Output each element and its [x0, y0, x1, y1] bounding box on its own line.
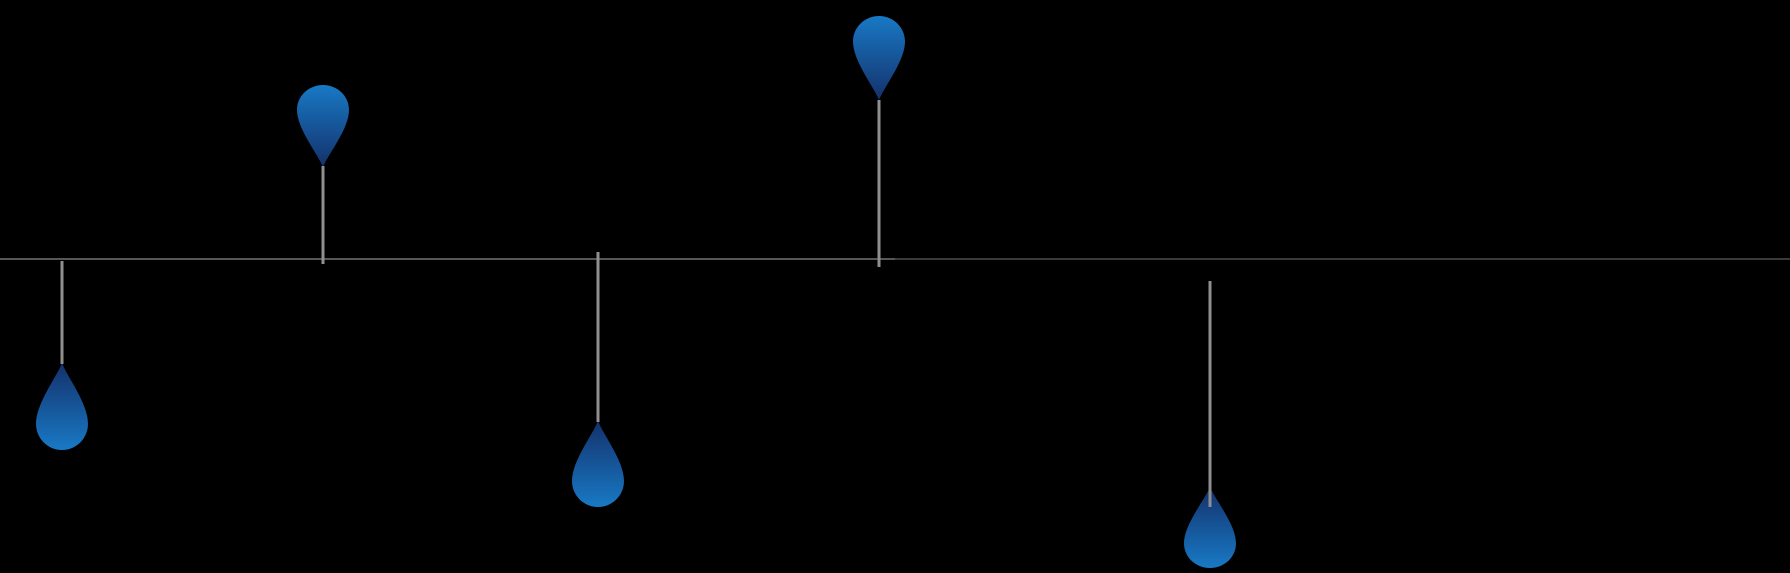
droplet-marker-icon[interactable]: [572, 421, 624, 507]
timeline-axis: [0, 258, 1790, 260]
timeline-axis-segment-left: [0, 258, 895, 260]
timeline-marker[interactable]: [36, 261, 88, 450]
droplet-marker-icon[interactable]: [36, 363, 88, 450]
timeline-axis-segment-right: [895, 258, 1790, 260]
droplet-marker-icon[interactable]: [1184, 487, 1236, 568]
timeline-marker[interactable]: [853, 16, 905, 267]
timeline-marker[interactable]: [572, 252, 624, 507]
droplet-marker-icon[interactable]: [853, 16, 905, 100]
droplet-marker-icon[interactable]: [297, 85, 349, 167]
timeline-marker[interactable]: [1184, 281, 1236, 568]
timeline-marker[interactable]: [297, 85, 349, 264]
